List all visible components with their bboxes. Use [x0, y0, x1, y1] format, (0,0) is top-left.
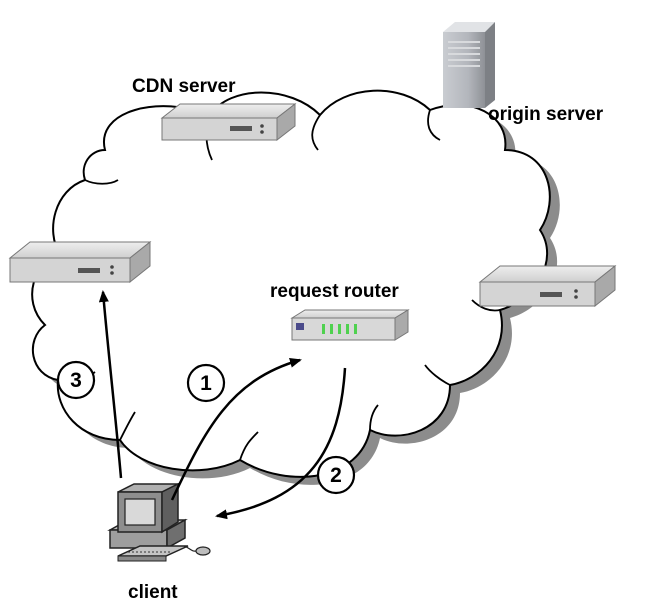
cdn-server-right-icon	[478, 264, 617, 308]
step-2-label: 2	[330, 464, 342, 487]
cdn-server-label: CDN server	[132, 76, 236, 97]
step-2-marker: 2	[316, 455, 356, 495]
client-computer-icon	[107, 482, 211, 562]
arrow-step-3	[98, 290, 123, 479]
step-1-marker: 1	[186, 363, 226, 403]
origin-server-label: origin server	[488, 104, 604, 125]
step-1-label: 1	[200, 372, 212, 395]
cdn-server-icon	[160, 102, 297, 142]
cdn-server-left-icon	[8, 240, 152, 284]
arrow-step-1	[170, 357, 302, 501]
request-router-icon	[290, 309, 410, 341]
network-cloud	[31, 89, 551, 478]
step-3-marker: 3	[56, 360, 96, 400]
step-3-label: 3	[70, 369, 82, 392]
client-label: client	[128, 582, 178, 603]
request-router-label: request router	[270, 281, 399, 302]
arrow-step-2	[215, 367, 347, 520]
origin-server-icon	[443, 22, 495, 108]
